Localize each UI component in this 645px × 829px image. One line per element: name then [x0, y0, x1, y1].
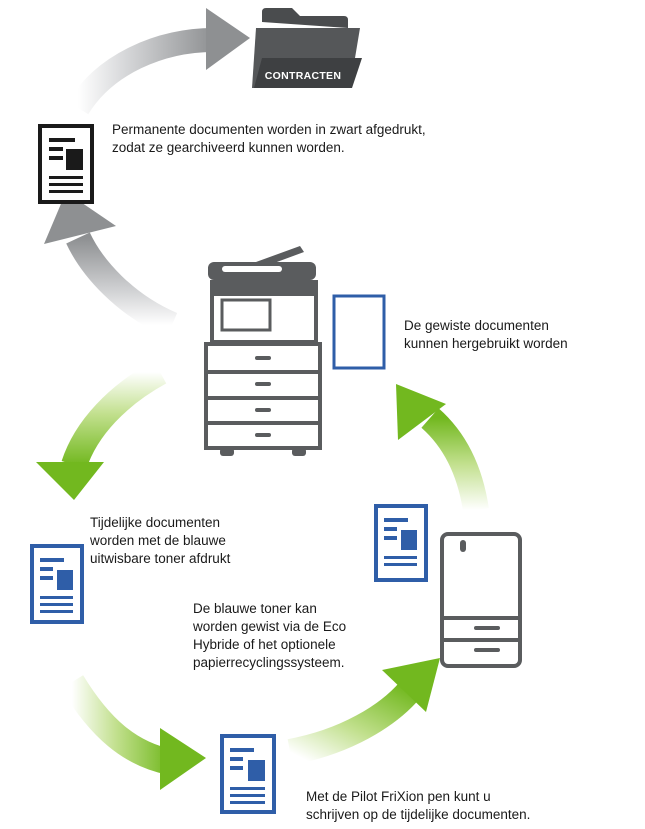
- caption-line: Met de Pilot FriXion pen kunt u: [306, 789, 491, 804]
- caption-line: schrijven op de tijdelijke documenten.: [306, 807, 531, 822]
- caption-erased-documents: De gewiste documenten kunnen hergebruikt…: [404, 317, 568, 353]
- caption-line: zodat ze gearchiveerd kunnen worden.: [112, 140, 345, 155]
- green-arrow-to-recycling-unit: [287, 658, 440, 765]
- folder-label: CONTRACTEN: [265, 70, 342, 82]
- caption-frixion-pen: Met de Pilot FriXion pen kunt u schrijve…: [306, 788, 530, 824]
- archive-document-icon: [38, 124, 94, 204]
- caption-erasable-toner: De blauwe toner kan worden gewist via de…: [193, 600, 346, 672]
- green-arrow-to-reusable-paper: [396, 384, 489, 513]
- caption-line: uitwisbare toner afdrukt: [90, 551, 231, 566]
- green-arrow-to-temporary-document: [36, 360, 167, 500]
- gray-arrow-to-folder: [67, 8, 250, 115]
- erasable-document-icon: [374, 504, 428, 582]
- caption-permanent-documents: Permanente documenten worden in zwart af…: [112, 121, 426, 157]
- caption-line: kunnen hergebruikt worden: [404, 336, 568, 351]
- caption-line: papierrecyclingssysteem.: [193, 655, 345, 670]
- paper-recycling-unit-icon: [440, 532, 522, 668]
- reusable-blank-paper-icon: [332, 294, 386, 370]
- pen-document-icon: [220, 734, 276, 814]
- caption-line: worden met de blauwe: [90, 533, 226, 548]
- green-arrow-to-pen-document: [60, 675, 206, 790]
- gray-arrow-to-archive-document: [44, 192, 178, 337]
- caption-line: Tijdelijke documenten: [90, 515, 221, 530]
- caption-line: De gewiste documenten: [404, 318, 549, 333]
- caption-line: De blauwe toner kan: [193, 601, 317, 616]
- caption-line: worden gewist via de Eco: [193, 619, 347, 634]
- caption-temporary-documents: Tijdelijke documenten worden met de blau…: [90, 514, 230, 568]
- caption-line: Hybride of het optionele: [193, 637, 336, 652]
- temporary-document-icon: [30, 544, 84, 624]
- caption-line: Permanente documenten worden in zwart af…: [112, 122, 426, 137]
- multifunction-printer-icon: [204, 246, 322, 456]
- contracts-folder-icon: CONTRACTEN: [252, 8, 362, 88]
